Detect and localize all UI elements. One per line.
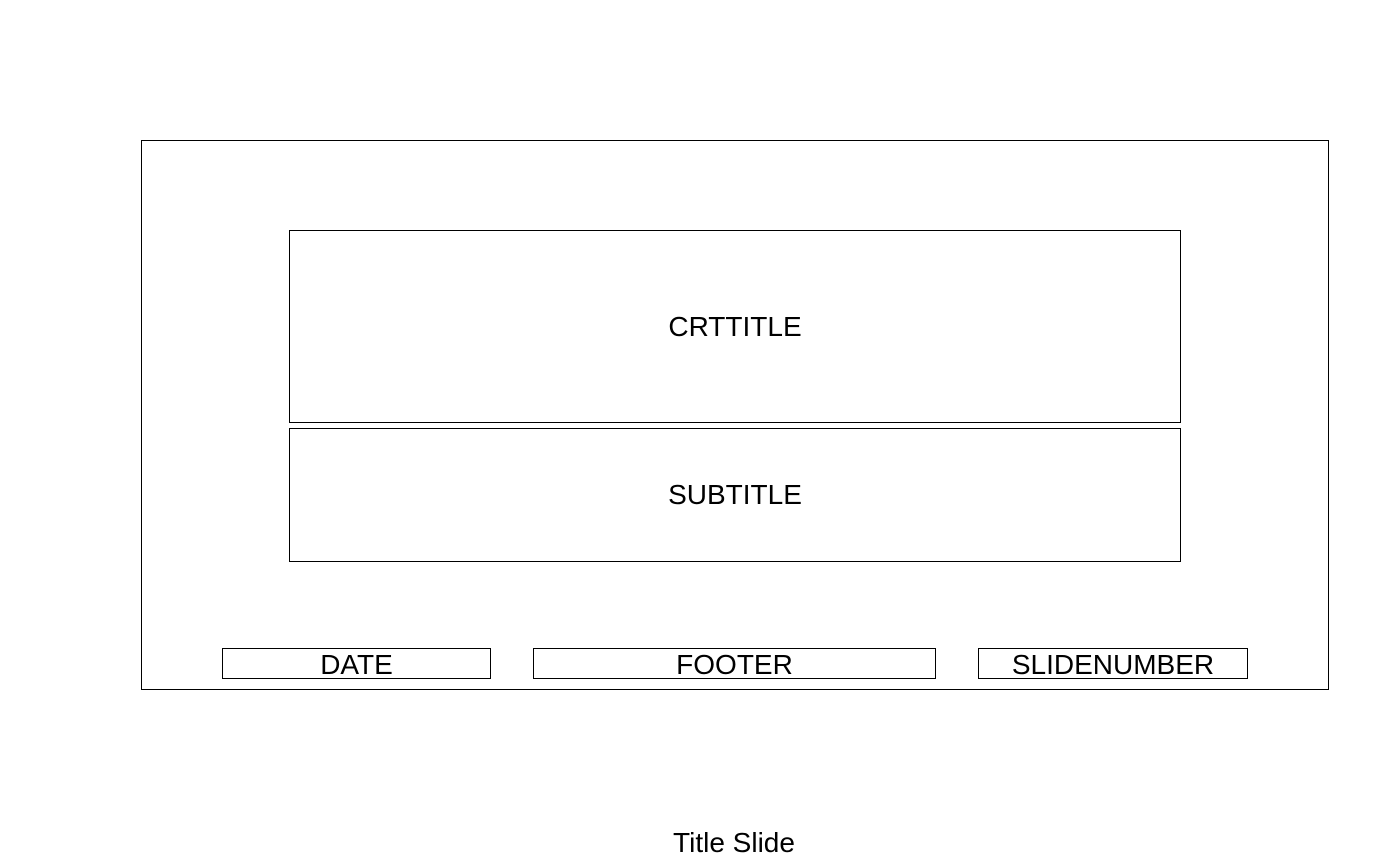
date-placeholder-label: DATE bbox=[320, 648, 393, 680]
slide-number-placeholder-label: SLIDENUMBER bbox=[1011, 648, 1215, 680]
subtitle-placeholder[interactable]: SUBTITLE bbox=[289, 428, 1181, 562]
footer-placeholder-label: FOOTER bbox=[676, 648, 793, 680]
slide-number-placeholder[interactable]: SLIDENUMBER bbox=[978, 648, 1248, 679]
title-placeholder[interactable]: CRTTITLE bbox=[289, 230, 1181, 423]
title-placeholder-label: CRTTITLE bbox=[668, 310, 802, 342]
subtitle-placeholder-label: SUBTITLE bbox=[668, 479, 802, 510]
footer-placeholder[interactable]: FOOTER bbox=[533, 648, 936, 679]
date-placeholder[interactable]: DATE bbox=[222, 648, 491, 679]
layout-caption: Title Slide bbox=[673, 827, 795, 858]
